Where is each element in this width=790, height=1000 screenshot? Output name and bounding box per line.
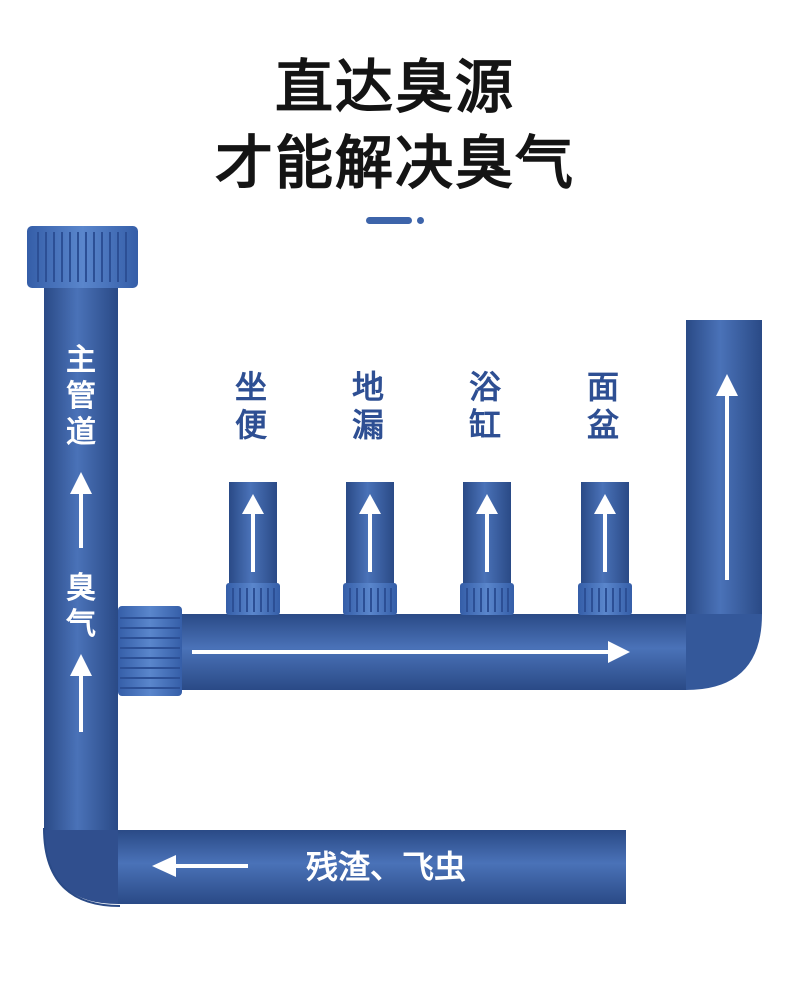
divider-bar (366, 217, 412, 224)
fixture-label-1-top: 坐 (235, 368, 267, 406)
arrow-up-icon (359, 494, 381, 572)
fixture-label-4-top: 面 (587, 368, 619, 406)
fixture-label-3-bottom: 缸 (469, 406, 501, 444)
fixture-label-2-bottom: 漏 (352, 406, 384, 444)
arrow-up-icon (70, 654, 92, 732)
branch-connector (118, 606, 182, 696)
arrow-up-icon (70, 472, 92, 548)
arrow-up-icon (242, 494, 264, 572)
gas-label-1: 臭 (66, 571, 96, 606)
fixture-label-4-bottom: 盆 (587, 406, 619, 444)
arrow-up-icon (476, 494, 498, 572)
divider-dot (417, 217, 424, 224)
fixture-label-3-top: 浴 (469, 368, 502, 406)
fixture-label-2-top: 地 (352, 368, 384, 406)
fixture-riser-bathtub (460, 482, 514, 615)
main-pipe (43, 282, 626, 907)
bottom-label: 残渣、飞虫 (306, 848, 466, 886)
arrow-left-icon (152, 855, 248, 877)
main-pipe-label-2: 管 (66, 379, 96, 414)
arrow-right-icon (192, 641, 630, 663)
main-pipe-label-1: 主 (66, 343, 96, 378)
fixture-riser-basin (578, 482, 632, 615)
fixture-label-1-bottom: 便 (235, 406, 268, 444)
main-pipe-label-3: 道 (66, 415, 96, 450)
main-pipe-cap (27, 226, 138, 288)
fixture-riser-toilet (226, 482, 280, 615)
fixture-riser-floor-drain (343, 482, 397, 615)
headline-line-1: 直达臭源 (274, 53, 515, 121)
gas-label-2: 气 (66, 607, 96, 642)
headline-line-2: 才能解决臭气 (214, 129, 575, 197)
arrow-up-icon (594, 494, 616, 572)
arrow-up-icon (716, 374, 738, 580)
